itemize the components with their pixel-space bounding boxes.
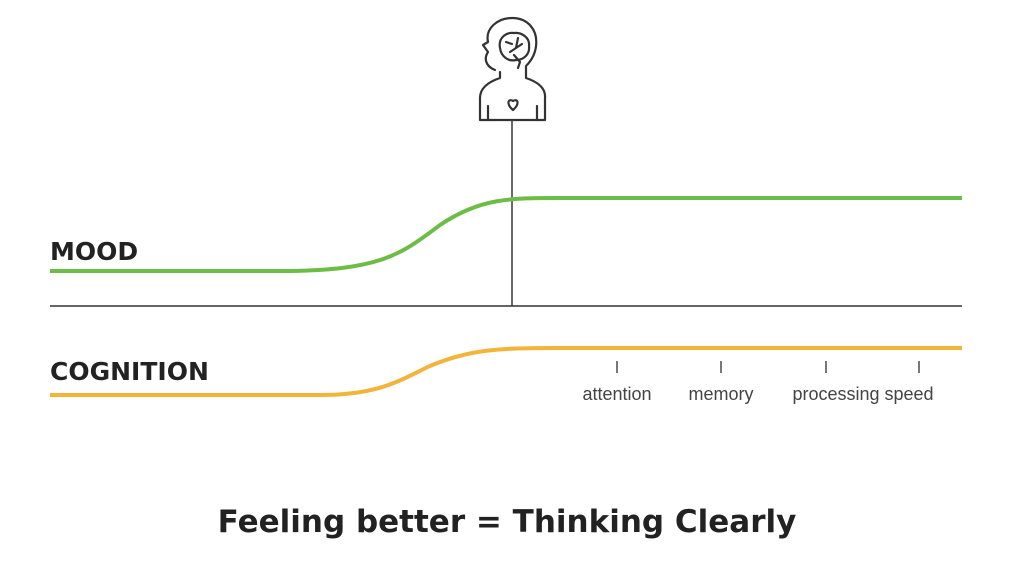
cognition-ticks — [616, 361, 920, 373]
aspect-processing-speed: processing speed — [792, 384, 933, 404]
mood-label: MOOD — [50, 237, 138, 266]
cognition-label: COGNITION — [50, 357, 209, 386]
cognition-curve — [50, 346, 962, 397]
aspect-attention: attention — [582, 384, 651, 404]
caption: Feeling better = Thinking Clearly — [218, 504, 797, 540]
mood-curve — [50, 196, 962, 273]
aspect-memory: memory — [688, 384, 753, 404]
person-brain-heart-icon — [478, 16, 547, 122]
